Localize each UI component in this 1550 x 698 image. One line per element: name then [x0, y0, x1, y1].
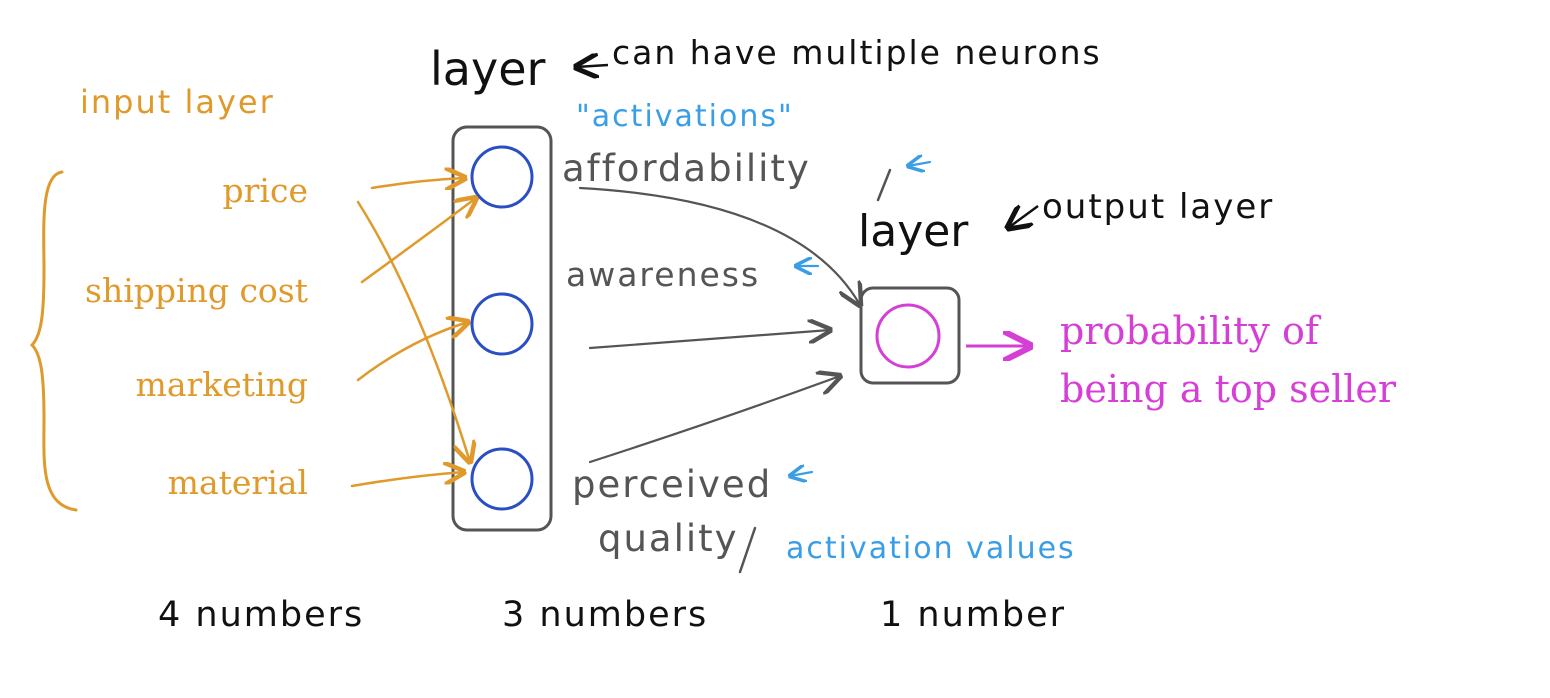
quality-tick	[738, 526, 757, 574]
arrow-marketing-to-neuron-2	[356, 322, 468, 382]
input-material: material	[167, 463, 308, 502]
activation-quality: quality	[598, 517, 739, 560]
hidden-neuron-1	[470, 145, 534, 209]
input-shipping-cost: shipping cost	[85, 271, 308, 310]
arrow-hidden-layer-note	[576, 65, 609, 67]
count-inputs: 4 numbers	[158, 595, 365, 635]
output-probability-line-2: being a top seller	[1060, 367, 1397, 411]
activations-label: "activations"	[576, 99, 794, 134]
hidden-neuron-3	[470, 447, 534, 511]
activation-perceived: perceived	[572, 463, 773, 506]
arrow-material-to-neuron-3	[350, 472, 464, 488]
arrow-shipping-to-neuron-1	[360, 198, 476, 284]
arrow-price-to-neuron-3	[356, 200, 470, 462]
arrow-output-layer-note	[1008, 206, 1039, 228]
output-layer-box	[859, 286, 961, 385]
hidden-neuron-2	[470, 292, 534, 356]
activation-affordability: affordability	[562, 147, 811, 190]
pointer-affordability	[908, 162, 932, 166]
input-connections	[350, 178, 476, 488]
input-marketing: marketing	[135, 365, 308, 404]
arrow-neuron-2-to-output	[588, 330, 830, 350]
arrow-neuron-3-to-output	[588, 376, 840, 464]
arrow-neuron-1-to-output	[578, 186, 860, 305]
activation-awareness: awareness	[566, 255, 761, 294]
input-price: price	[222, 171, 308, 210]
activation-pointers	[790, 162, 932, 476]
arrow-price-to-neuron-1	[370, 178, 465, 188]
count-hidden: 3 numbers	[502, 595, 709, 635]
input-brace	[29, 170, 78, 512]
activation-values-label: activation values	[786, 531, 1076, 566]
hidden-connections	[578, 186, 860, 464]
input-layer-label: input layer	[80, 83, 275, 121]
pointer-perceived	[790, 472, 814, 476]
output-layer-title: layer	[858, 206, 969, 257]
hidden-layer-title: layer	[430, 42, 546, 96]
hidden-layer-note: can have multiple neurons	[612, 33, 1102, 72]
hidden-layer-box	[451, 125, 553, 532]
count-output: 1 number	[880, 595, 1066, 635]
affordability-tick	[876, 168, 892, 202]
output-neuron	[875, 303, 941, 369]
output-probability-line-1: probability of	[1060, 309, 1319, 353]
output-layer-note: output layer	[1042, 187, 1275, 227]
